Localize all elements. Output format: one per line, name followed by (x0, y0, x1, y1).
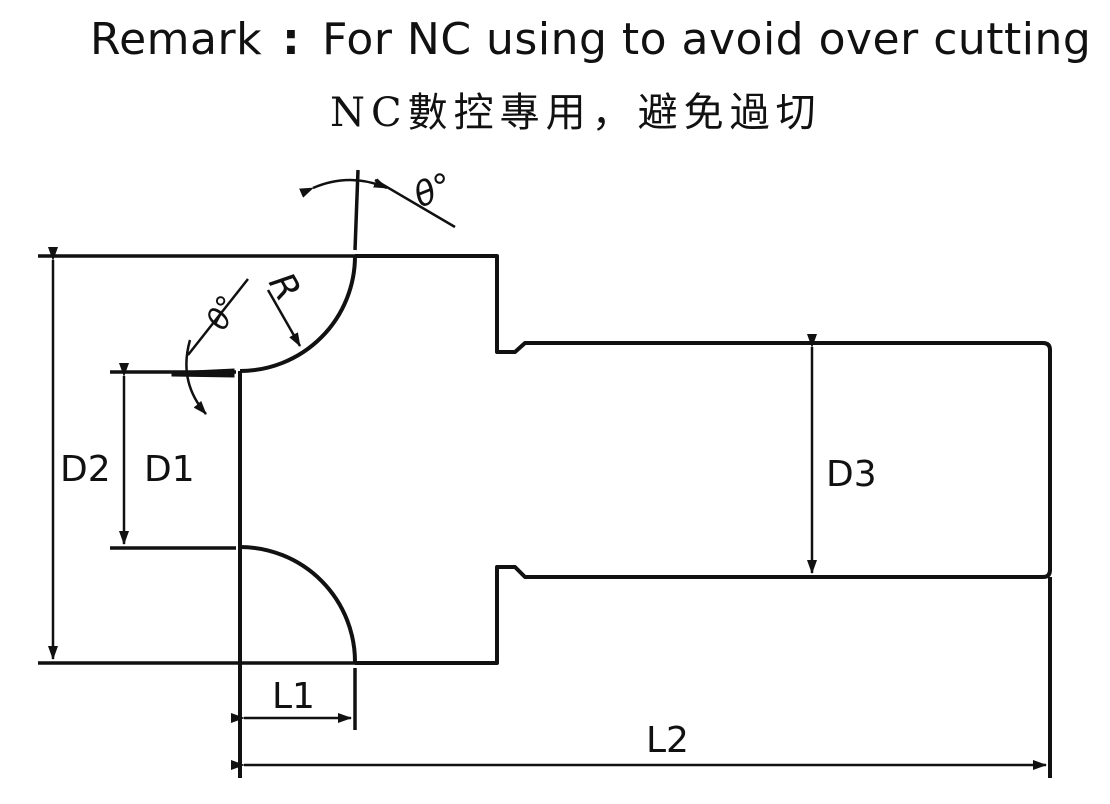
remark-colon: : (282, 14, 301, 65)
l2-label: L2 (646, 720, 689, 761)
radius-label: R (260, 266, 308, 308)
remark-label: Remark (90, 14, 263, 65)
theta-top-extension (353, 169, 360, 251)
remark-text-chinese: NC數控專用，避免過切 (330, 90, 822, 136)
theta-top-label: θ° (408, 165, 458, 216)
l1-label: L1 (272, 676, 315, 717)
upper-corner-radius (239, 255, 357, 373)
tool-body-outline (355, 254, 1052, 665)
d3-label: D3 (826, 454, 877, 495)
lower-corner-radius (239, 545, 358, 664)
theta-top-leader (374, 178, 456, 229)
radius-leader (266, 289, 302, 347)
remark-text-english: For NC using to avoid over cutting (322, 14, 1092, 65)
dimension-lines (48, 178, 1047, 770)
theta-left-leader (187, 278, 249, 356)
d1-label: D1 (144, 449, 195, 490)
tool-outline (238, 254, 1052, 778)
remark-line-english: Remark: For NC using to avoid over cuttin… (90, 14, 1091, 80)
theta-left-arc (185, 339, 207, 415)
theta-left-tangent-mark (171, 368, 235, 378)
theta-top-arc (299, 178, 388, 198)
d2-label: D2 (60, 449, 111, 490)
